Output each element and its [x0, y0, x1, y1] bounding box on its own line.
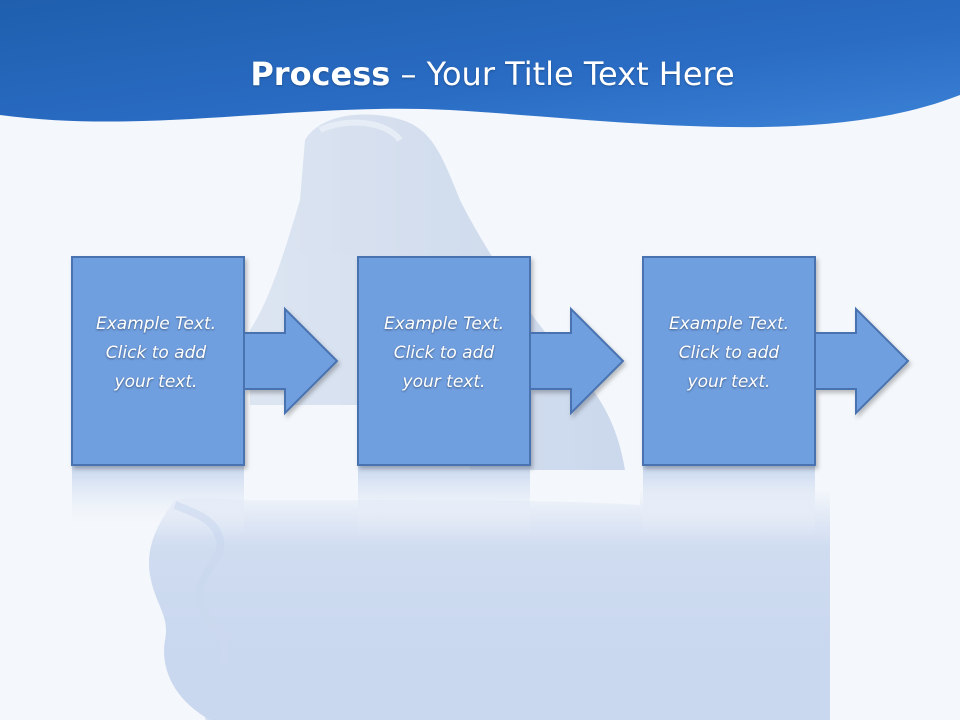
process-box: [357, 256, 531, 466]
step-text-line: Click to add: [105, 343, 207, 363]
process-box: [71, 256, 245, 466]
process-step-2[interactable]: [357, 256, 625, 466]
process-arrow: [243, 306, 339, 416]
step-1-text[interactable]: Example Text. Click to add your text.: [71, 310, 241, 397]
process-step-1[interactable]: [71, 256, 339, 466]
title-bold: Process: [250, 55, 391, 93]
step-text-line: your text.: [114, 372, 198, 392]
step-3-text[interactable]: Example Text. Click to add your text.: [644, 310, 814, 397]
step-text-line: Example Text.: [383, 314, 505, 334]
process-arrow: [529, 306, 625, 416]
title-rest: – Your Title Text Here: [390, 55, 735, 93]
process-box: [642, 256, 816, 466]
step-text-line: Click to add: [678, 343, 780, 363]
step-text-line: your text.: [402, 372, 486, 392]
step-text-line: Click to add: [393, 343, 495, 363]
process-reflections: [72, 466, 815, 536]
step-text-line: your text.: [687, 372, 771, 392]
header-band: [0, 0, 960, 128]
step-text-line: Example Text.: [668, 314, 790, 334]
process-arrow: [814, 306, 910, 416]
process-step-3[interactable]: [642, 256, 910, 466]
slide-title[interactable]: Process – Your Title Text Here: [0, 52, 960, 96]
step-2-text[interactable]: Example Text. Click to add your text.: [359, 310, 529, 397]
step-text-line: Example Text.: [95, 314, 217, 334]
